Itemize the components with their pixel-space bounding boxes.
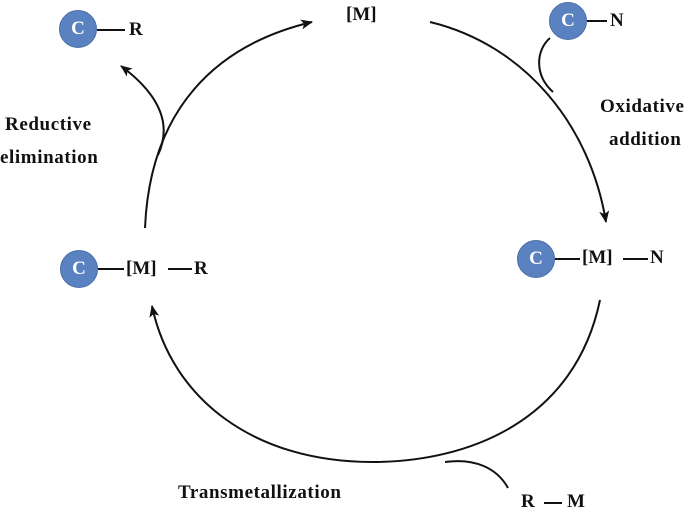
carbon-ball-product: C xyxy=(59,10,97,48)
left-metal-label: [M] xyxy=(126,258,157,279)
bond-left-carbon-metal xyxy=(98,268,124,270)
right-partner-label: N xyxy=(650,247,664,268)
curve-oxidative-addition-entry xyxy=(538,37,554,93)
step-reductive-label-line1: Reductive xyxy=(5,114,92,135)
left-partner-label: R xyxy=(194,258,208,279)
carbon-ball-transmetallated: C xyxy=(60,250,98,288)
carbon-ball-substrate-label: C xyxy=(561,10,575,31)
bond-product xyxy=(97,29,125,31)
reagent-m-label: M xyxy=(567,491,585,512)
step-transmetallization-label: Transmetallization xyxy=(178,482,342,503)
carbon-ball-substrate: C xyxy=(549,2,587,40)
substrate-partner-label: N xyxy=(610,10,624,31)
carbon-ball-oxidative-adduct-label: C xyxy=(529,248,543,269)
bond-reagent xyxy=(544,502,562,504)
curve-transmetallization-entry xyxy=(444,460,509,489)
catalyst-label: [M] xyxy=(346,4,377,25)
bond-right-metal-partner xyxy=(623,258,648,260)
reagent-r-label: R xyxy=(521,491,535,512)
step-oxidative-label-line2: addition xyxy=(609,129,682,150)
bond-left-metal-partner xyxy=(168,268,192,270)
carbon-ball-product-label: C xyxy=(71,18,85,39)
arc-right-to-left xyxy=(149,299,601,464)
step-reductive-label-line2: elimination xyxy=(0,147,99,168)
arc-top-to-right xyxy=(429,21,610,223)
carbon-ball-transmetallated-label: C xyxy=(72,258,86,279)
carbon-ball-oxidative-adduct: C xyxy=(517,240,555,278)
step-oxidative-label-line1: Oxidative xyxy=(600,96,685,117)
arc-left-to-top xyxy=(144,19,313,229)
bond-substrate xyxy=(587,20,607,22)
bond-right-carbon-metal xyxy=(555,258,580,260)
right-metal-label: [M] xyxy=(582,247,613,268)
arrow-reductive-elimination xyxy=(120,65,165,156)
product-partner-label: R xyxy=(129,19,143,40)
